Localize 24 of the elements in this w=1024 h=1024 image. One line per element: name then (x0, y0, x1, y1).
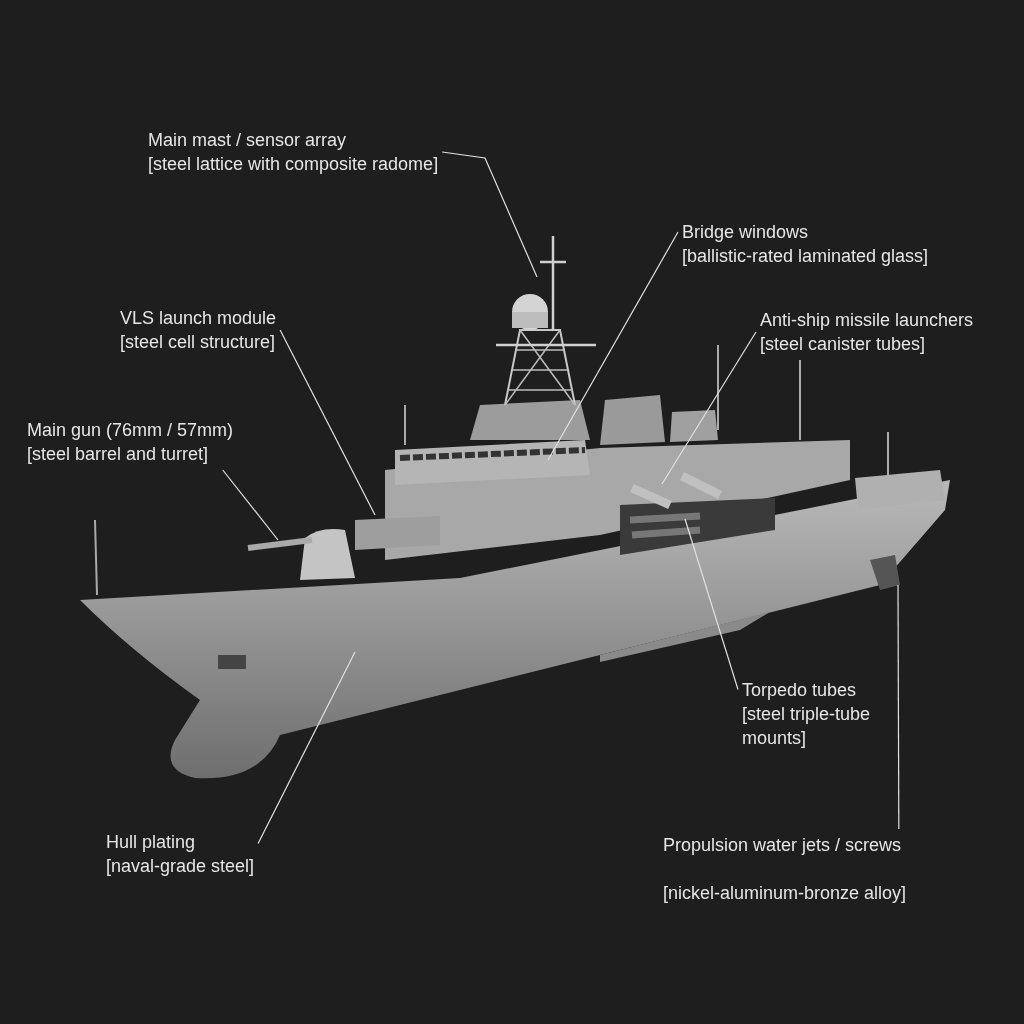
callout-title: Bridge windows (682, 221, 809, 244)
leader-line (279, 329, 376, 516)
leader-line (222, 469, 279, 541)
leader-line (661, 331, 757, 485)
leader-line (441, 151, 538, 278)
material-note: [naval-grade steel] (106, 855, 255, 878)
callout-title: Main mast / sensor array (148, 129, 347, 152)
material-note: [steel triple-tube mounts] (742, 703, 872, 750)
leader-line (684, 518, 739, 691)
leader-line (257, 651, 356, 845)
callout-title: Hull plating (106, 831, 196, 854)
leader-line (897, 584, 900, 830)
material-note: [steel barrel and turret] (27, 443, 209, 466)
material-note: [ballistic-rated laminated glass] (682, 245, 929, 268)
callout-title: Torpedo tubes (742, 679, 857, 702)
material-note: [steel cell structure] (120, 331, 276, 354)
material-note: [steel lattice with composite radome] (148, 153, 439, 176)
callout-title: Main gun (76mm / 57mm) (27, 419, 234, 442)
callout-title: Propulsion water jets / screws (663, 834, 902, 857)
callout-title: Anti-ship missile launchers (760, 309, 974, 332)
material-note: [steel canister tubes] (760, 333, 926, 356)
callout-title: VLS launch module (120, 307, 277, 330)
leader-line (547, 231, 679, 461)
material-note: [nickel-aluminum-bronze alloy] (663, 882, 907, 905)
